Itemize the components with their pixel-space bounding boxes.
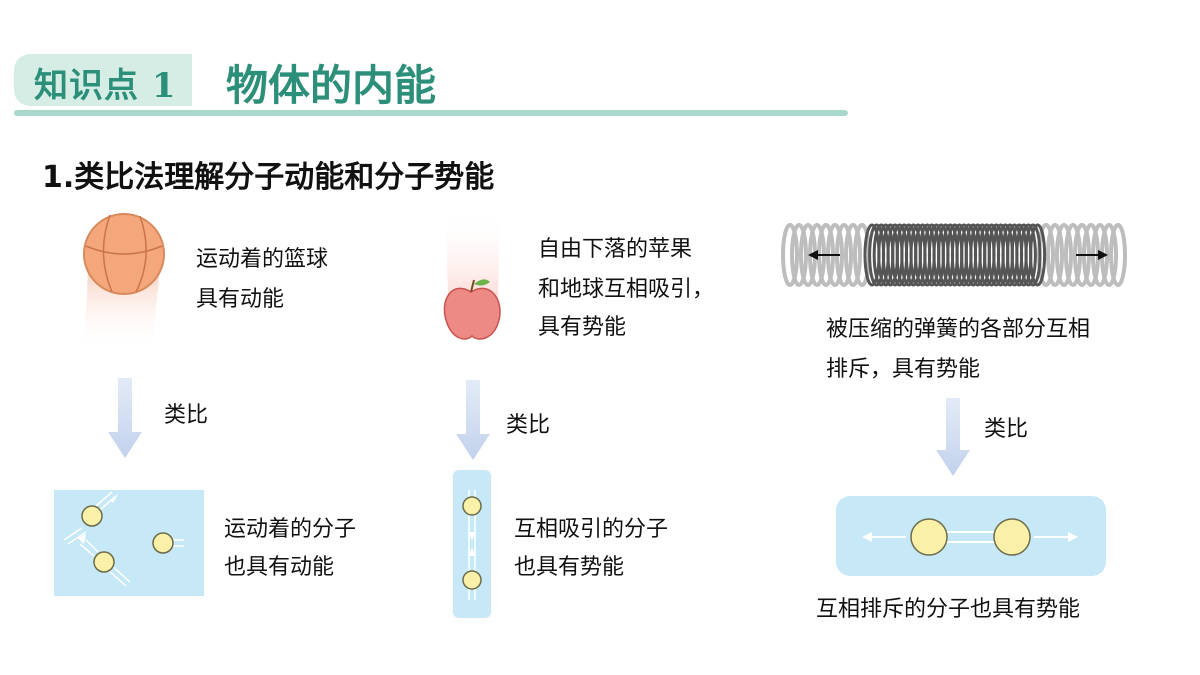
attracting-molecules-panel [453,470,491,618]
spring-caption-line2: 排斥，具有势能 [826,357,981,382]
knowledge-point-tab [14,54,192,106]
molecule-caption-2-line2: 也具有势能 [514,555,625,580]
knowledge-point-label: 知识点 1 [34,66,177,106]
molecule-caption-3: 互相排斥的分子也具有势能 [816,597,1081,622]
repelling-molecules-panel [836,496,1106,576]
analogy-label-3: 类比 [984,417,1029,442]
analogy-arrow-1 [108,378,142,458]
title-underline [14,110,848,116]
apple-caption-line1: 自由下落的苹果 [538,237,693,262]
page-title: 物体的内能 [226,61,437,110]
section-title: 1.类比法理解分子动能和分子势能 [42,160,495,195]
molecule-caption-1-line1: 运动着的分子 [224,517,357,542]
spring-arrows [808,250,1108,260]
spring-caption-line1: 被压缩的弹簧的各部分互相 [826,317,1091,342]
apple-icon [443,212,501,340]
molecule-caption-1-line2: 也具有动能 [224,555,335,580]
analogy-arrow-3 [936,398,970,476]
analogy-label-2: 类比 [506,413,551,438]
basketball-caption-line2: 具有动能 [196,287,285,312]
apple-caption-line3: 具有势能 [538,315,627,340]
analogy-label-1: 类比 [164,403,209,428]
molecule-caption-2-line1: 互相吸引的分子 [514,517,669,542]
basketball-icon [83,213,165,350]
apple-caption-line2: 和地球互相吸引， [538,277,715,302]
moving-molecules-panel [54,490,204,596]
basketball-caption-line1: 运动着的篮球 [196,247,329,272]
analogy-arrow-2 [456,380,490,460]
